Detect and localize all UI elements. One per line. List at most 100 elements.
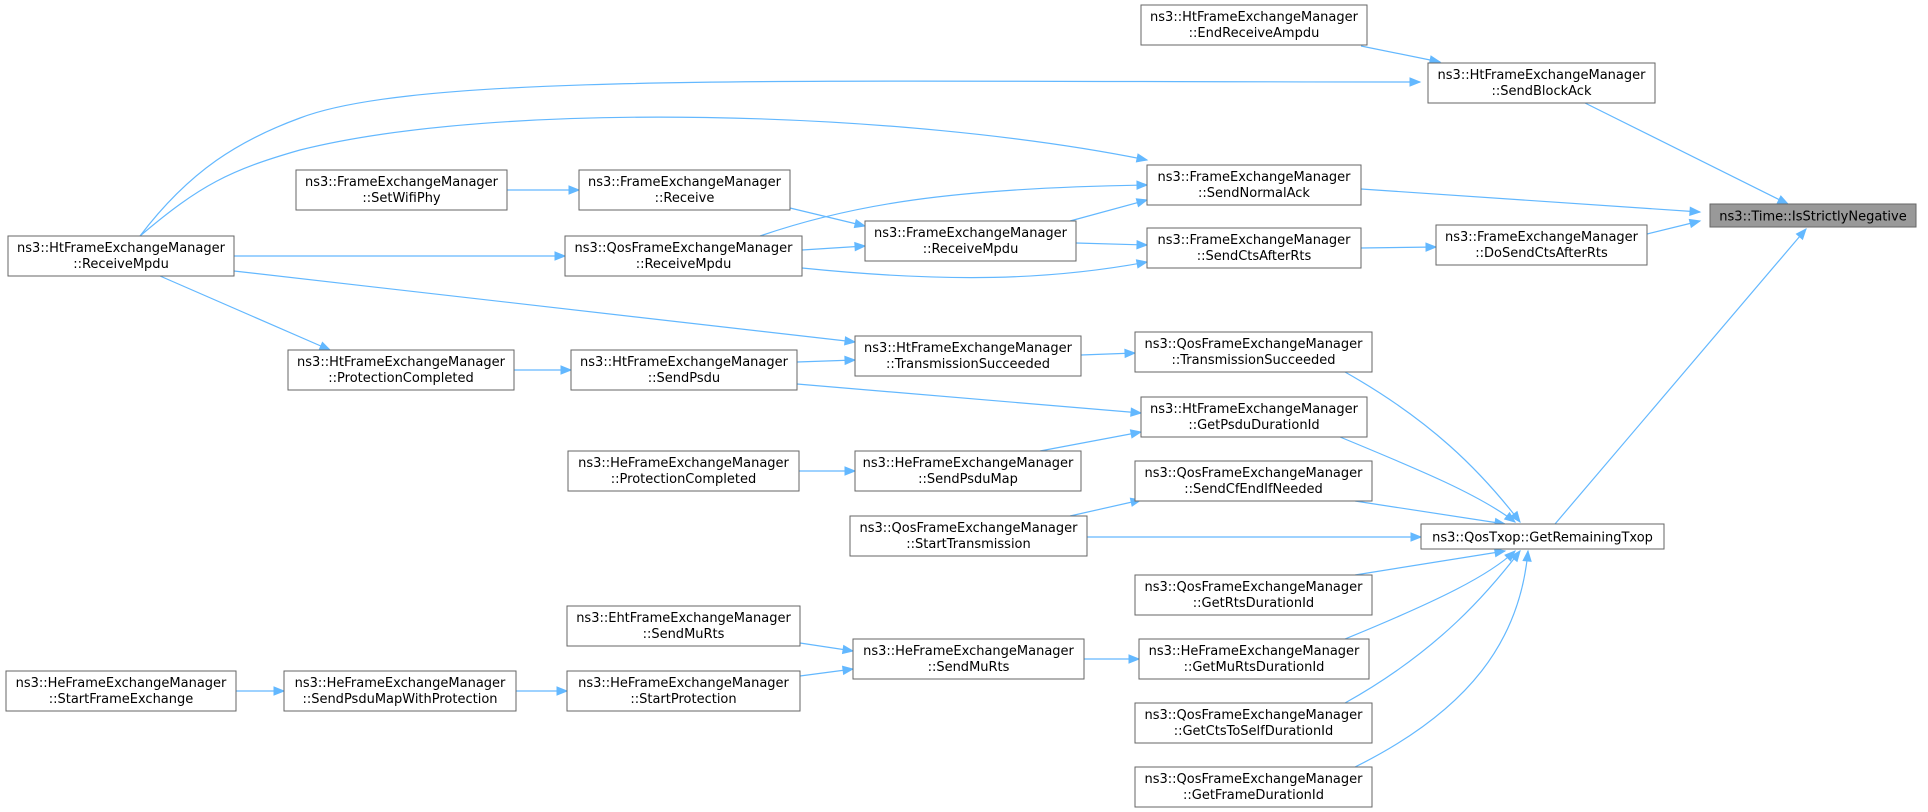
node-box (1140, 4, 1368, 46)
node-box (1134, 460, 1373, 502)
node-root[interactable]: ns3::Time::IsStrictlyNegative (1709, 203, 1917, 228)
node-box (1420, 523, 1665, 550)
node-box (1138, 638, 1370, 680)
node-getMuRtsDurationId[interactable]: ns3::HeFrameExchangeManager::GetMuRtsDur… (1138, 638, 1370, 680)
node-label-line2: ::StartTransmission (906, 537, 1031, 552)
node-getFrameDurationId[interactable]: ns3::QosFrameExchangeManager::GetFrameDu… (1134, 766, 1373, 808)
node-getCtsToSelfDurationId[interactable]: ns3::QosFrameExchangeManager::GetCtsToSe… (1134, 702, 1373, 744)
node-qosTransSucceeded[interactable]: ns3::QosFrameExchangeManager::Transmissi… (1134, 331, 1373, 373)
edge-htReceiveMpdu-to-htTransSucceeded (233, 270, 857, 346)
node-htProtectionCompleted[interactable]: ns3::HtFrameExchangeManager::ProtectionC… (287, 349, 515, 391)
node-htSendPsdu[interactable]: ns3::HtFrameExchangeManager::SendPsdu (570, 349, 798, 391)
node-label-line1: ns3::HtFrameExchangeManager (1150, 10, 1359, 25)
node-qosReceiveMpdu[interactable]: ns3::QosFrameExchangeManager::ReceiveMpd… (564, 235, 803, 277)
node-doSendCts[interactable]: ns3::FrameExchangeManager::DoSendCtsAfte… (1435, 224, 1648, 266)
node-label-line1: ns3::QosFrameExchangeManager (1144, 708, 1363, 723)
node-label-line2: ::SendNormalAck (1198, 186, 1310, 201)
node-label-line1: ns3::FrameExchangeManager (874, 226, 1068, 241)
edge-sendCtsAfterRts-to-doSendCts (1360, 242, 1438, 252)
node-label-line1: ns3::QosFrameExchangeManager (859, 521, 1078, 536)
node-box (864, 220, 1077, 262)
node-box (295, 169, 508, 211)
node-sendNormalAck[interactable]: ns3::FrameExchangeManager::SendNormalAck (1146, 164, 1362, 206)
node-label-line2: ::SendBlockAck (1491, 84, 1591, 99)
node-label-line1: ns3::QosFrameExchangeManager (1144, 337, 1363, 352)
node-label-line1: ns3::HtFrameExchangeManager (1150, 402, 1359, 417)
node-label-line1: ns3::HeFrameExchangeManager (863, 456, 1074, 471)
node-box (1140, 396, 1368, 438)
node-heProtectionCompleted[interactable]: ns3::HeFrameExchangeManager::ProtectionC… (567, 450, 800, 492)
edge-sendCfEndIfNeeded-to-getRemainingTxop (1354, 500, 1507, 528)
node-label-line1: ns3::HtFrameExchangeManager (17, 241, 226, 256)
node-box (570, 349, 798, 391)
node-htTransSucceeded[interactable]: ns3::HtFrameExchangeManager::Transmissio… (854, 335, 1082, 377)
node-label-line1: ns3::HtFrameExchangeManager (580, 355, 789, 370)
edge-htReceiveMpdu-to-sendNormalAck (139, 116, 1149, 237)
edge-doSendCts-to-root (1646, 218, 1702, 235)
node-box (566, 670, 801, 712)
edge-htReceiveMpdu-to-htProtectionCompleted (159, 275, 332, 351)
node-ehtSendMuRts[interactable]: ns3::EhtFrameExchangeManager::SendMuRts (566, 605, 801, 647)
edge-femReceiveMpdu-to-sendCtsAfterRts (1075, 239, 1149, 250)
node-label-line2: ::Receive (655, 191, 715, 206)
node-box (1134, 331, 1373, 373)
edge-getRemainingTxop-to-root (1554, 227, 1807, 525)
node-label-line2: ::ProtectionCompleted (611, 472, 756, 487)
node-label-line2: ::GetMuRtsDurationId (1184, 660, 1325, 675)
edge-heSendMuRts-to-getMuRtsDurationId (1084, 654, 1141, 664)
edge-endReceiveAmpdu-to-sendBlockAck (1360, 45, 1442, 65)
node-endReceiveAmpdu[interactable]: ns3::HtFrameExchangeManager::EndReceiveA… (1140, 4, 1368, 46)
node-getPsduDurationId[interactable]: ns3::HtFrameExchangeManager::GetPsduDura… (1140, 396, 1368, 438)
node-receive[interactable]: ns3::FrameExchangeManager::Receive (578, 169, 791, 211)
edges-layer (139, 45, 1807, 768)
edge-heSendPsduMap-to-getPsduDurationId (1039, 429, 1143, 452)
node-box (1134, 702, 1373, 744)
edge-htSendPsdu-to-getPsduDurationId (796, 383, 1143, 417)
node-sendCtsAfterRts[interactable]: ns3::FrameExchangeManager::SendCtsAfterR… (1146, 227, 1362, 269)
node-box (1435, 224, 1648, 266)
node-sendCfEndIfNeeded[interactable]: ns3::QosFrameExchangeManager::SendCfEndI… (1134, 460, 1373, 502)
node-sendBlockAck[interactable]: ns3::HtFrameExchangeManager::SendBlockAc… (1427, 62, 1656, 104)
node-label-line2: ::EndReceiveAmpdu (1189, 26, 1320, 41)
node-box (287, 349, 515, 391)
node-box (1134, 766, 1373, 808)
node-htReceiveMpdu[interactable]: ns3::HtFrameExchangeManager::ReceiveMpdu (7, 235, 235, 277)
node-label-line1: ns3::HeFrameExchangeManager (16, 676, 227, 691)
node-label-line1: ns3::HtFrameExchangeManager (864, 341, 1073, 356)
node-heStartFrameExchange[interactable]: ns3::HeFrameExchangeManager::StartFrameE… (5, 670, 237, 712)
node-box (1146, 164, 1362, 206)
edge-startTransmission-to-getRemainingTxop (1087, 532, 1423, 542)
node-label-line2: ::DoSendCtsAfterRts (1475, 246, 1608, 261)
node-label-line2: ::ReceiveMpdu (73, 257, 169, 272)
edge-receive-to-femReceiveMpdu (789, 207, 867, 229)
edge-heStartProtection-to-heSendMuRts (799, 665, 855, 677)
node-label-line2: ::SendPsdu (648, 371, 720, 386)
node-label-line1: ns3::HeFrameExchangeManager (578, 676, 789, 691)
node-box (854, 450, 1082, 492)
node-label: ns3::Time::IsStrictlyNegative (1719, 210, 1906, 225)
node-label-line1: ns3::HeFrameExchangeManager (578, 456, 789, 471)
edge-htTransSucceeded-to-qosTransSucceeded (1080, 348, 1137, 359)
edge-qosReceiveMpdu-to-sendCtsAfterRts (801, 259, 1149, 279)
node-getRtsDurationId[interactable]: ns3::QosFrameExchangeManager::GetRtsDura… (1134, 574, 1373, 616)
node-label-line1: ns3::FrameExchangeManager (305, 175, 499, 190)
node-label-line2: ::ReceiveMpdu (636, 257, 732, 272)
node-label-line1: ns3::HtFrameExchangeManager (1438, 68, 1647, 83)
node-femReceiveMpdu[interactable]: ns3::FrameExchangeManager::ReceiveMpdu (864, 220, 1077, 262)
edge-getCtsToSelfDurationId-to-getRemainingTxop (1344, 549, 1521, 704)
edge-ehtSendMuRts-to-heSendMuRts (799, 642, 855, 655)
node-label-line2: ::SendCtsAfterRts (1197, 249, 1312, 264)
node-heStartProtection[interactable]: ns3::HeFrameExchangeManager::StartProtec… (566, 670, 801, 712)
node-setWifiPhy[interactable]: ns3::FrameExchangeManager::SetWifiPhy (295, 169, 508, 211)
edge-qosReceiveMpdu-to-sendNormalAck (759, 180, 1149, 237)
node-heSendPsduMap[interactable]: ns3::HeFrameExchangeManager::SendPsduMap (854, 450, 1082, 492)
node-heSendPsduMapWithProt[interactable]: ns3::HeFrameExchangeManager::SendPsduMap… (283, 670, 517, 712)
node-label-line1: ns3::QosFrameExchangeManager (1144, 466, 1363, 481)
node-heSendMuRts[interactable]: ns3::HeFrameExchangeManager::SendMuRts (852, 638, 1085, 680)
node-getRemainingTxop[interactable]: ns3::QosTxop::GetRemainingTxop (1420, 523, 1665, 550)
node-box (566, 605, 801, 647)
node-label-line2: ::ProtectionCompleted (328, 371, 473, 386)
node-startTransmission[interactable]: ns3::QosFrameExchangeManager::StartTrans… (849, 515, 1088, 557)
node-label-line1: ns3::FrameExchangeManager (1157, 233, 1351, 248)
